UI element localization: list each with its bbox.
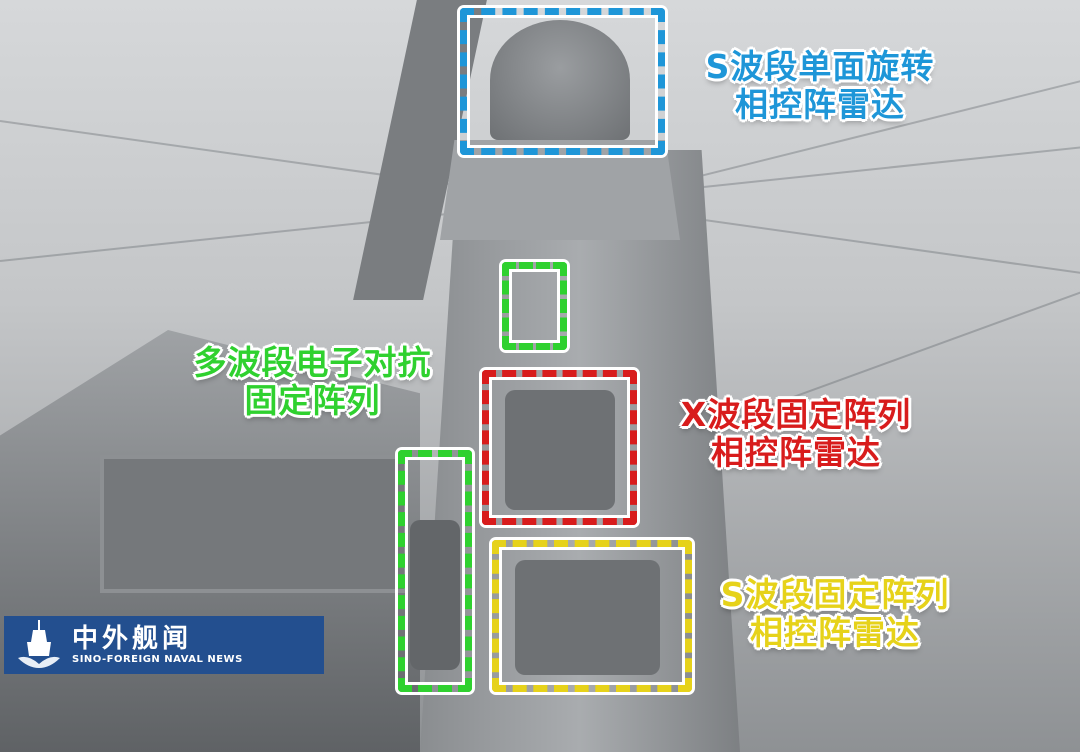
x-band-fixed-label: X波段固定阵列 相控阵雷达 [665,396,927,472]
x-band-fixed-box [482,370,637,525]
tower-upper-section [440,140,680,240]
logo-title-cn: 中外舰闻 [72,624,193,655]
logo-title-en: SINO-FOREIGN NAVAL NEWS [72,653,243,665]
radar-dome [490,20,630,140]
label-line: 相控阵雷达 [735,84,905,124]
warship-icon [16,620,62,670]
label-line: S波段固定阵列 [720,575,950,614]
s-band-fixed-panel [515,560,660,675]
deck-structure [100,455,408,593]
s-band-fixed-label: S波段固定阵列 相控阵雷达 [705,576,965,652]
s-band-rotating-label: S波段单面旋转 相控阵雷达 [690,48,950,124]
s-band-rotating-box [460,8,665,155]
watermark-logo: 中外舰闻 SINO-FOREIGN NAVAL NEWS [4,616,324,674]
label-line: 固定阵列 [244,380,381,420]
label-line: S波段单面旋转 [705,47,935,86]
ew-array-label: 多波段电子对抗 固定阵列 [180,344,445,420]
s-band-fixed-box [492,540,692,692]
label-line: 多波段电子对抗 [193,343,432,382]
label-line: X波段固定阵列 [680,395,912,434]
ew-panel [410,520,460,670]
label-line: 相控阵雷达 [750,612,920,652]
ew-array-box-upper [502,262,567,350]
label-line: 相控阵雷达 [711,432,881,472]
ew-array-box-lower [398,450,472,692]
x-band-panel [505,390,615,510]
